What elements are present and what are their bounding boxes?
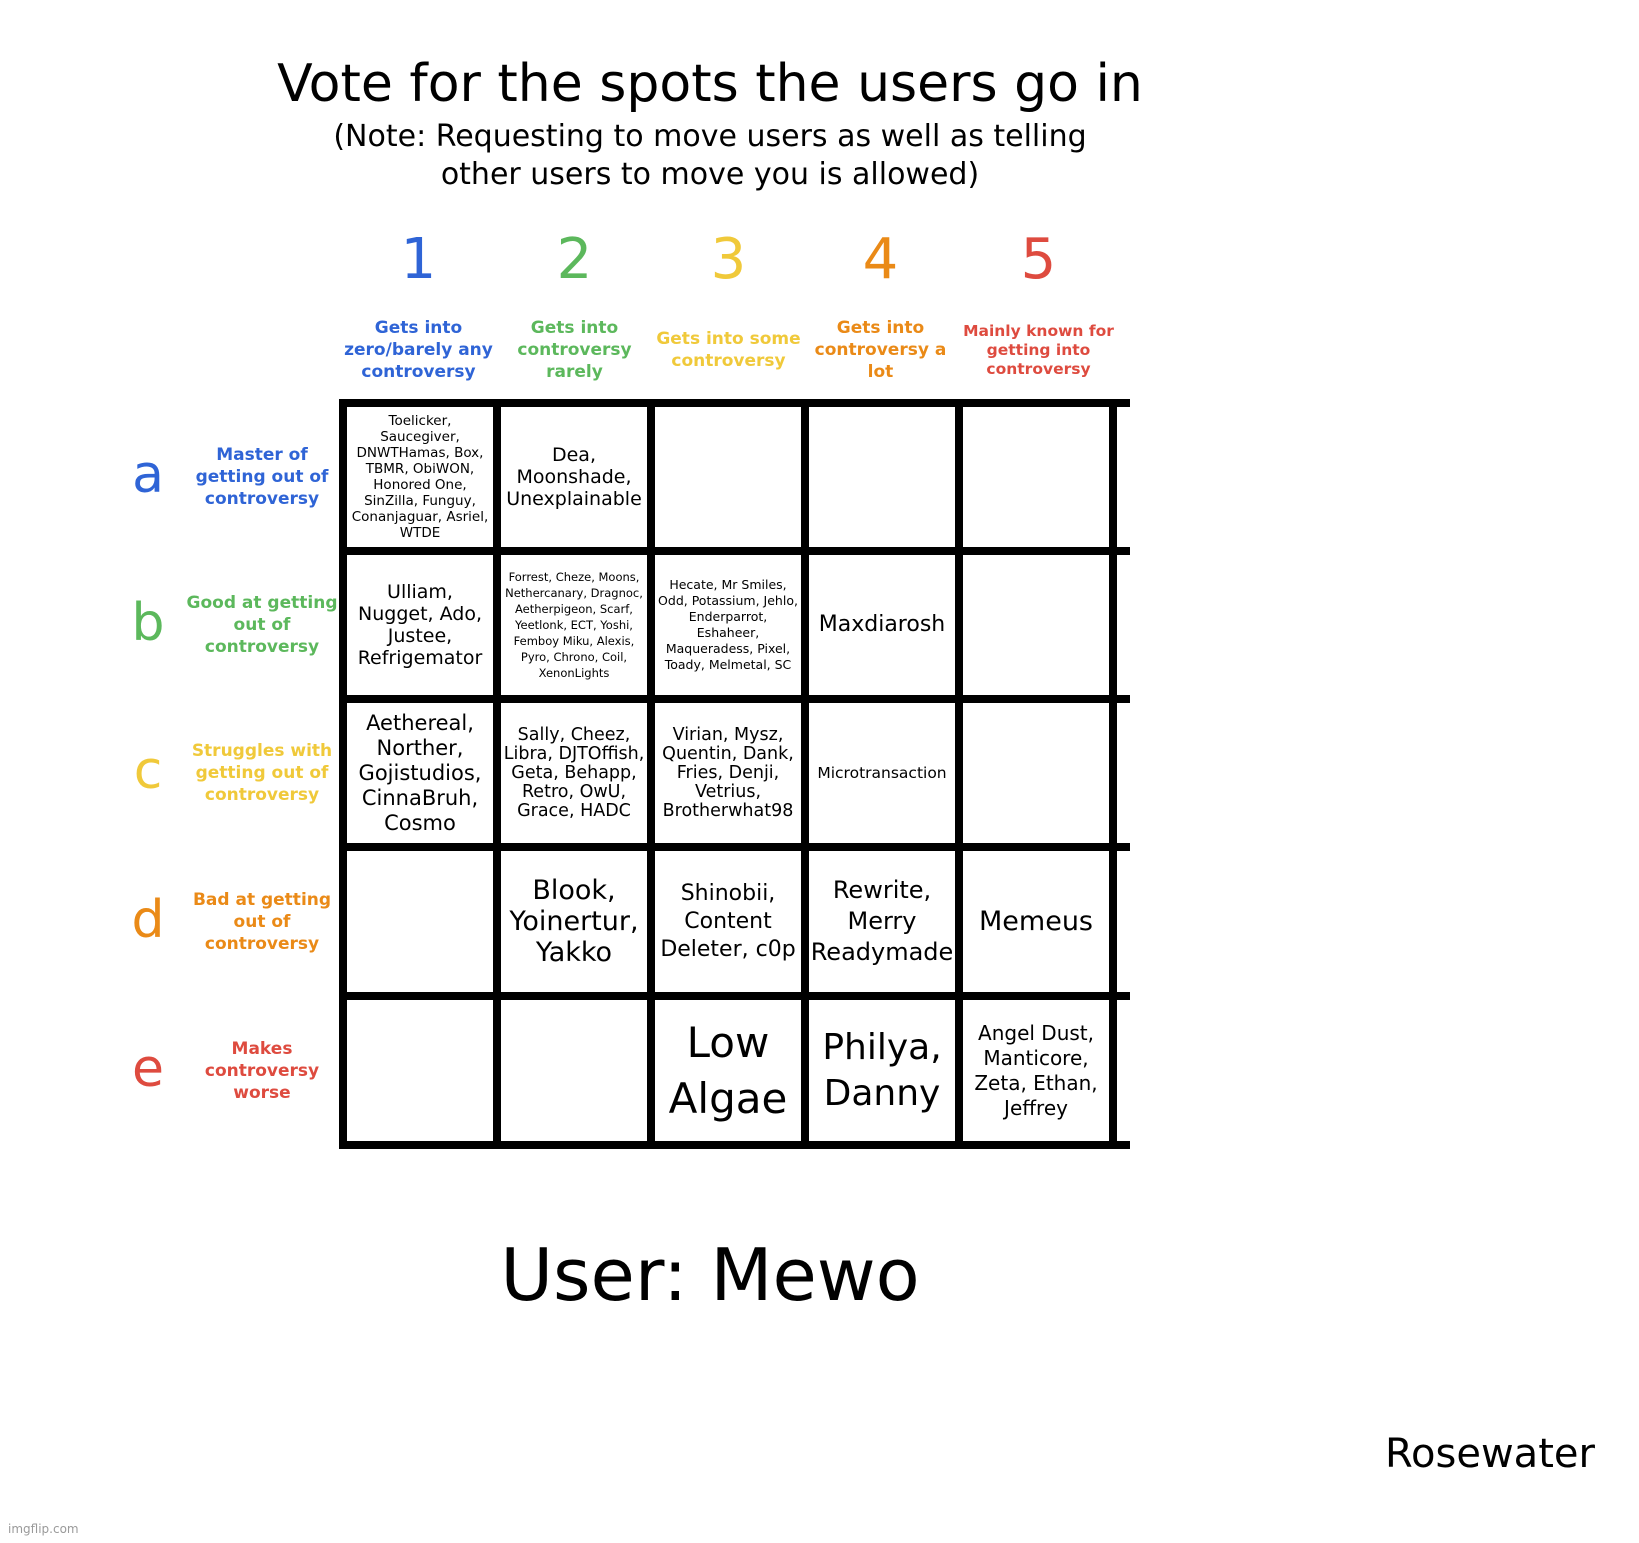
column-number-4: 4 <box>862 227 899 292</box>
cell-d3: Shinobii, Content Deleter, c0p <box>660 880 796 962</box>
column-number-3: 3 <box>710 227 747 292</box>
row-letter-b: b <box>131 593 165 653</box>
cell-c1: Aethereal, Norther, Gojistudios, CinnaBr… <box>358 710 482 835</box>
cell-b4: Maxdiarosh <box>818 612 946 637</box>
column-number-5: 5 <box>1020 227 1057 292</box>
cell-e3: Low Algae <box>668 1017 788 1123</box>
column-label-4: Gets into controversy a lot <box>814 318 947 382</box>
cell-c5 <box>963 703 1109 843</box>
column-label-2: Gets into controversy rarely <box>517 318 632 382</box>
cell-c2: Sally, Cheez, Libra, DJTOffish, Geta, Be… <box>503 724 645 821</box>
cell-a2: Dea, Moonshade, Unexplainable <box>506 444 642 510</box>
column-label-5: Mainly known for getting into controvers… <box>963 321 1114 378</box>
cell-d4: Rewrite, Merry Readymade <box>810 876 954 966</box>
cell-e1 <box>347 1000 493 1141</box>
row-letter-a: a <box>132 445 164 505</box>
cell-b1: Ulliam, Nugget, Ado, Justee, Refrigemato… <box>357 581 483 669</box>
signature: Rosewater <box>1385 1431 1595 1477</box>
subtitle-note: (Note: Requesting to move users as well … <box>333 119 1087 192</box>
cell-e4: Philya, Danny <box>822 1026 942 1114</box>
cell-a5 <box>963 407 1109 547</box>
cell-b5 <box>963 555 1109 695</box>
column-label-1: Gets into zero/barely any controversy <box>344 318 493 382</box>
user-label: User: Mewo <box>500 1233 920 1317</box>
cell-d2: Blook, Yoinertur, Yakko <box>509 875 639 968</box>
page-title: Vote for the spots the users go in <box>277 54 1143 114</box>
row-label-e: Makes controversy worse <box>204 1038 320 1103</box>
row-letter-d: d <box>131 889 165 950</box>
cell-a3 <box>655 407 801 547</box>
column-number-2: 2 <box>556 227 593 292</box>
row-label-c: Struggles with getting out of controvers… <box>191 741 333 805</box>
cell-c4: Microtransaction <box>817 763 947 782</box>
cell-b3: Hecate, Mr Smiles, Odd, Potassium, Jehlo… <box>658 577 798 672</box>
row-letter-c: c <box>133 741 163 801</box>
row-label-d: Bad at getting out of controversy <box>192 889 332 954</box>
cell-d5: Memeus <box>979 906 1093 937</box>
row-label-a: Master of getting out of controversy <box>195 445 329 509</box>
row-letter-e: e <box>132 1038 164 1099</box>
cell-d1 <box>347 851 493 992</box>
cell-e5: Angel Dust, Manticore, Zeta, Ethan, Jeff… <box>974 1020 1098 1120</box>
cell-b2: Forrest, Cheze, Moons, Nethercanary, Dra… <box>505 570 643 680</box>
column-label-3: Gets into some controversy <box>656 329 801 371</box>
row-label-b: Good at getting out of controversy <box>186 593 338 657</box>
watermark: imgflip.com <box>8 1522 79 1536</box>
cell-e2 <box>501 1000 647 1141</box>
cell-a1: Toelicker, Saucegiver, DNWTHamas, Box, T… <box>351 413 489 541</box>
cell-a4 <box>809 407 955 547</box>
column-number-1: 1 <box>400 227 437 292</box>
cell-c3: Virian, Mysz, Quentin, Dank, Fries, Denj… <box>662 724 794 821</box>
